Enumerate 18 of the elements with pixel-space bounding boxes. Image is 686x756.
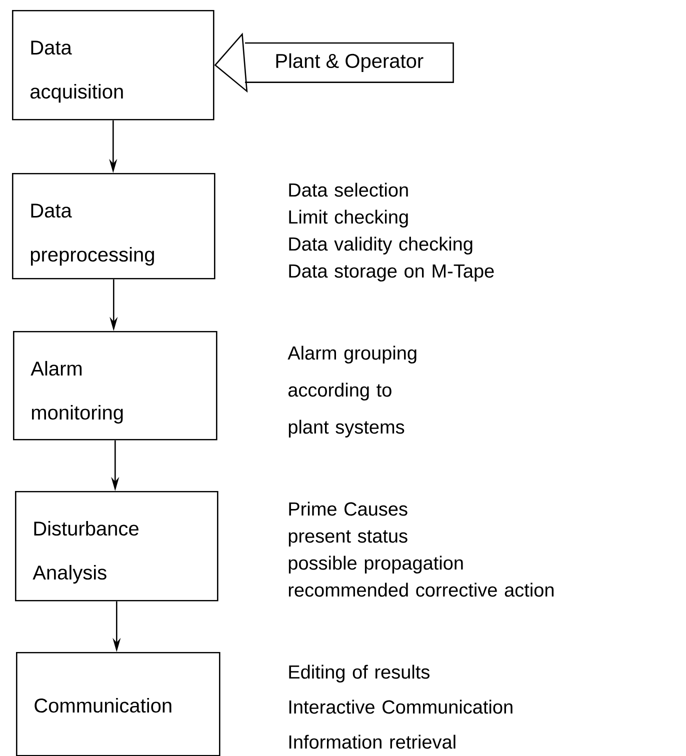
process-box: Data preprocessing xyxy=(12,173,216,280)
process-box: Disturbance Analysis xyxy=(15,491,218,602)
annotation-text: Alarm grouping according to plant systems xyxy=(288,346,416,438)
process-box: Communication xyxy=(16,652,220,756)
annotation-text: Information retrieval xyxy=(289,734,456,749)
annotation-text: Editing of results xyxy=(289,664,430,682)
block-arrow-body: Plant & Operator xyxy=(245,42,454,83)
annotation-text: Data validity checking xyxy=(289,236,472,254)
annotation-text: recommended corrective action xyxy=(288,582,554,597)
process-box: Data acquisition xyxy=(12,10,214,120)
annotation-text: Prime Causes xyxy=(289,502,408,516)
annotation-text: Data storage on M-Tape xyxy=(289,264,494,282)
annotation-text: Interactive Communication xyxy=(289,700,512,714)
annotation-text: Data selection xyxy=(289,182,408,197)
annotation-text: present status xyxy=(288,530,408,546)
annotation-text: possible propagation xyxy=(288,556,463,574)
process-box: Alarm monitoring xyxy=(13,331,218,440)
annotation-text: Limit checking xyxy=(289,210,408,228)
